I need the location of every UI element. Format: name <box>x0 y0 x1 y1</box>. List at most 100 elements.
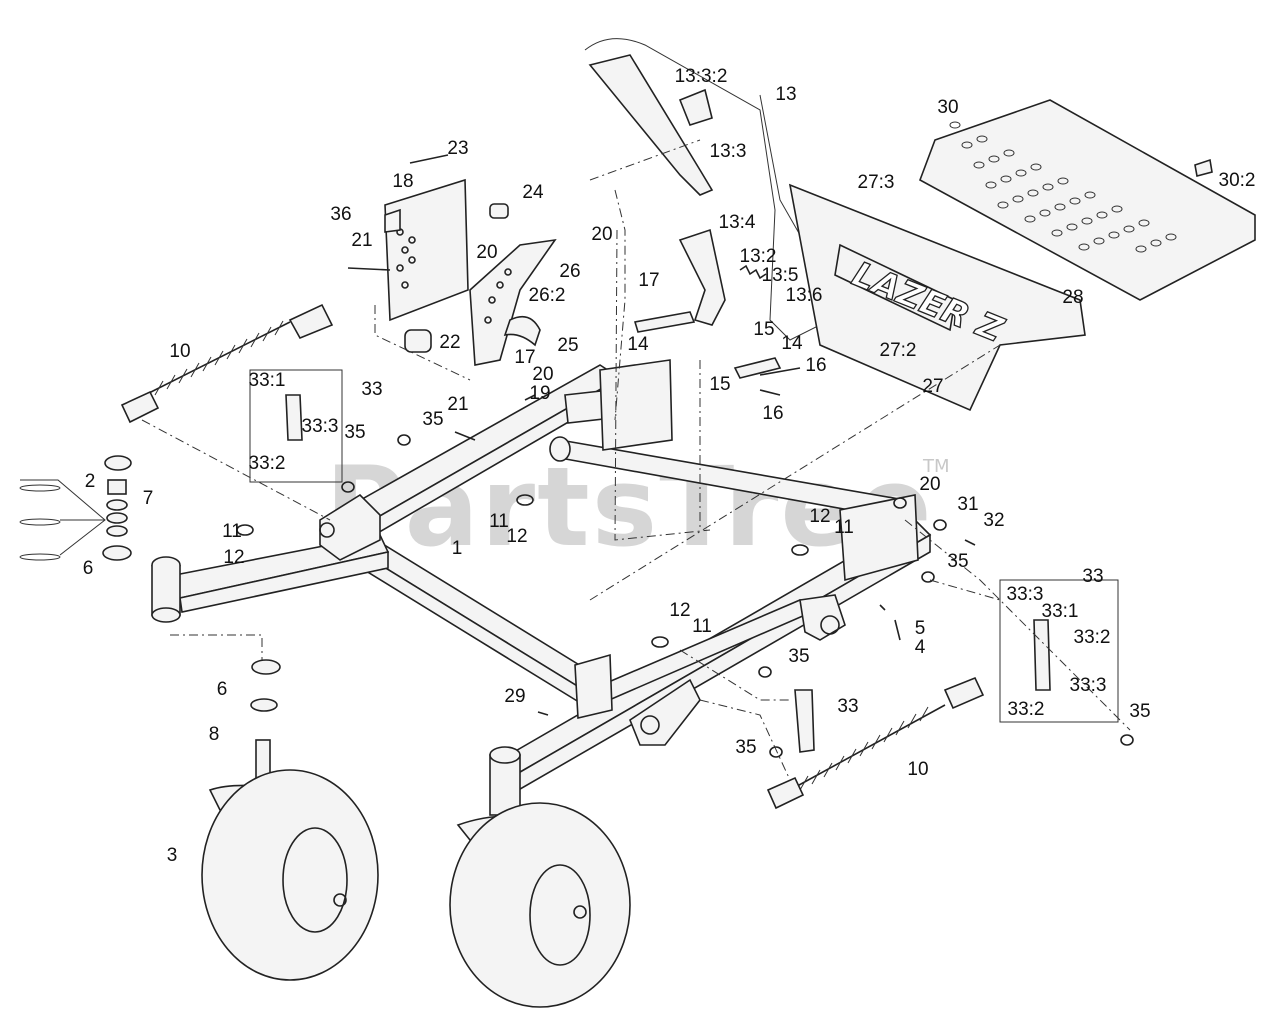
plate-hole <box>1069 197 1081 205</box>
callout-17: 17 <box>638 270 659 291</box>
callout-33: 33 <box>1082 566 1103 587</box>
plate-hole <box>1078 243 1090 251</box>
plate-hole <box>985 181 997 189</box>
bearing-stack <box>19 455 281 712</box>
callout-20: 20 <box>476 242 497 263</box>
plate-hole <box>976 135 988 143</box>
callout-27-3: 27:3 <box>858 172 895 193</box>
callout-1: 1 <box>452 538 463 559</box>
callout-35: 35 <box>788 646 809 667</box>
callout-13-2: 13:2 <box>740 246 777 267</box>
plate-hole <box>1108 231 1120 239</box>
callout-26: 26 <box>559 261 580 282</box>
plate-hole <box>1039 209 1051 217</box>
plate-hole <box>1024 215 1036 223</box>
callout-13-4: 13:4 <box>719 212 756 233</box>
dashed-leaders <box>141 139 1131 781</box>
callout-30: 30 <box>937 97 958 118</box>
callout-3: 3 <box>167 845 178 866</box>
callout-36: 36 <box>330 204 351 225</box>
plate-hole <box>961 141 973 149</box>
callout-27-2: 27:2 <box>880 340 917 361</box>
bolts-16 <box>759 367 801 396</box>
plate-18 <box>384 178 469 322</box>
callout-10: 10 <box>907 759 928 780</box>
callout-33: 33 <box>837 696 858 717</box>
callout-15: 15 <box>753 319 774 340</box>
bolt-23 <box>409 154 449 164</box>
callout-20: 20 <box>591 224 612 245</box>
control-lever-13 <box>584 38 831 341</box>
plate-hole <box>1051 229 1063 237</box>
callout-8: 8 <box>209 724 220 745</box>
plate-hole <box>1165 233 1177 241</box>
plate-hole <box>1015 169 1027 177</box>
callout-12: 12 <box>223 547 244 568</box>
plate-hole <box>1111 205 1123 213</box>
plate-hole <box>1030 163 1042 171</box>
callout-2: 2 <box>85 471 96 492</box>
plate-hole <box>1057 177 1069 185</box>
plate-hole <box>1012 195 1024 203</box>
callout-33-2: 33:2 <box>249 453 286 474</box>
callout-11: 11 <box>834 517 854 538</box>
link-33-center <box>794 689 815 753</box>
plate-hole <box>1027 189 1039 197</box>
plate-hole <box>1042 183 1054 191</box>
box-33-right <box>999 579 1119 723</box>
plate-hole <box>1084 191 1096 199</box>
callout-33-1: 33:1 <box>1042 601 1079 622</box>
plate-hole <box>973 161 985 169</box>
callout-32: 32 <box>983 510 1004 531</box>
spring-10-right <box>766 676 985 810</box>
callout-35: 35 <box>344 422 365 443</box>
callout-15: 15 <box>709 374 730 395</box>
callout-17: 17 <box>514 347 535 368</box>
callout-5: 5 <box>915 618 926 639</box>
callout-33-2: 33:2 <box>1074 627 1111 648</box>
link-33-right <box>1033 619 1051 691</box>
plate-hole <box>1003 149 1015 157</box>
spacer-24 <box>489 203 509 219</box>
bolt-21 <box>347 267 391 271</box>
callout-13-5: 13:5 <box>762 265 799 286</box>
hardware-washers <box>236 394 1134 758</box>
callout-16: 16 <box>805 355 826 376</box>
plate-hole <box>997 201 1009 209</box>
callout-14: 14 <box>627 334 649 355</box>
callout-24: 24 <box>522 182 544 203</box>
decal-30-2 <box>1194 158 1213 177</box>
callout-12: 12 <box>506 526 527 547</box>
callout-7: 7 <box>143 488 154 509</box>
callout-29: 29 <box>504 686 525 707</box>
callout-33: 33 <box>361 379 382 400</box>
callout-12: 12 <box>669 600 690 621</box>
callout-35: 35 <box>1129 701 1150 722</box>
callout-13: 13 <box>775 84 796 105</box>
callout-18: 18 <box>392 171 413 192</box>
panel-27: LAZER Z <box>788 183 1086 412</box>
callout-6: 6 <box>217 679 228 700</box>
plate-hole <box>1081 217 1093 225</box>
plate-hole <box>1150 239 1162 247</box>
plate-hole <box>1135 245 1147 253</box>
callout-35: 35 <box>947 551 968 572</box>
callout-12: 12 <box>809 506 830 527</box>
callout-14: 14 <box>781 333 803 354</box>
callout-33-2: 33:2 <box>1008 699 1045 720</box>
watermark-tm: TM <box>922 456 950 477</box>
callout-19: 19 <box>529 383 550 404</box>
callout-28: 28 <box>1062 287 1083 308</box>
link-14b <box>733 357 782 379</box>
plate-hole <box>1066 223 1078 231</box>
callout-21: 21 <box>351 230 372 251</box>
plate-hole <box>1093 237 1105 245</box>
spring-10-left <box>120 303 334 424</box>
step-plate-30 <box>919 99 1256 301</box>
left-caster-wheel <box>151 556 379 981</box>
callout-11: 11 <box>222 521 242 542</box>
callout-23: 23 <box>447 138 468 159</box>
callout-33-3: 33:3 <box>302 416 339 437</box>
